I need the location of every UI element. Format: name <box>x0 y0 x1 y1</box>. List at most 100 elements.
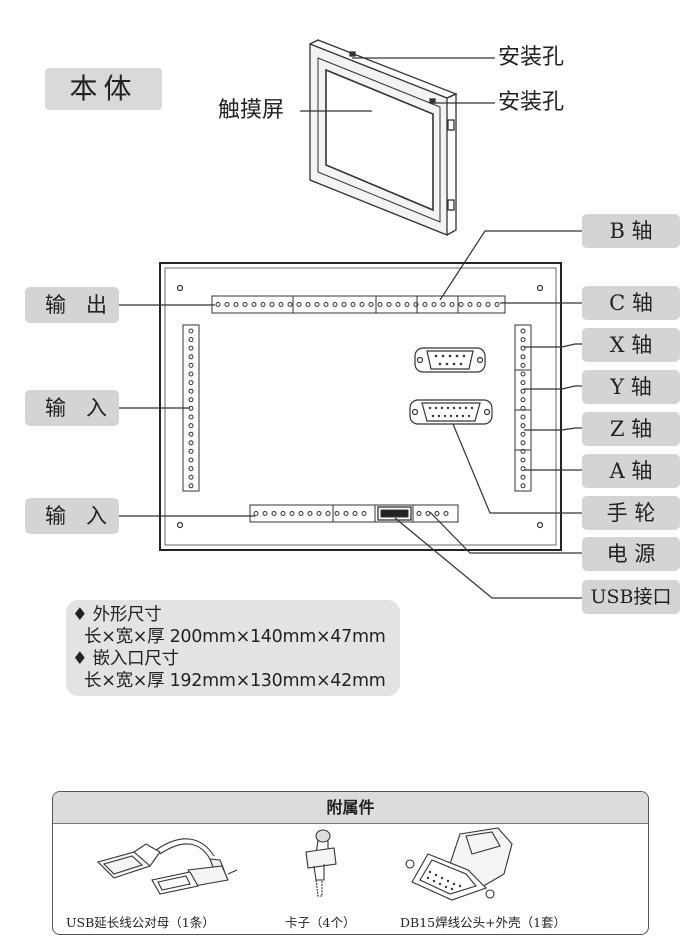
terminal-pin <box>298 511 304 516</box>
b-axis-tag: B 轴 <box>582 214 680 248</box>
x-axis-tag: X 轴 <box>582 328 680 362</box>
terminal-pin <box>520 337 526 343</box>
terminal-pin <box>467 302 473 307</box>
terminal-pin <box>520 405 526 411</box>
terminal-pin <box>343 511 349 516</box>
terminal-pin <box>395 302 401 307</box>
terminal-pin <box>188 380 194 386</box>
top-terminal-block <box>211 295 506 314</box>
db15-connector <box>409 399 493 425</box>
cutout-dimensions-title: ♦ 嵌入口尺寸 <box>72 649 179 669</box>
terminal-pin <box>305 302 311 307</box>
terminal-pin <box>458 302 464 307</box>
terminal-pin <box>188 483 194 489</box>
terminal-pin <box>188 354 194 360</box>
terminal-pin <box>251 302 257 307</box>
dimensions-box <box>66 600 400 696</box>
terminal-pin <box>422 302 428 307</box>
terminal-pin <box>188 440 194 446</box>
terminal-pin <box>280 511 286 516</box>
terminal-pin <box>425 511 431 516</box>
outer-dimensions-value: 长×宽×厚 200mm×140mm×47mm <box>84 627 386 647</box>
terminal-pin <box>520 440 526 446</box>
bottom-terminal-block <box>249 504 459 523</box>
top-leader-lines <box>300 57 495 112</box>
terminal-pin <box>224 302 230 307</box>
terminal-pin <box>316 511 322 516</box>
terminal-pin <box>262 511 268 516</box>
terminal-pin <box>341 302 347 307</box>
terminal-pin <box>334 511 340 516</box>
right-terminal-block <box>514 324 532 492</box>
terminal-pin <box>431 302 437 307</box>
input-tag-2: 输入 <box>25 498 119 534</box>
z-axis-tag: Z 轴 <box>582 412 680 446</box>
terminal-pin <box>242 302 248 307</box>
terminal-pin <box>359 302 365 307</box>
outer-dimensions-title: ♦ 外形尺寸 <box>72 605 162 625</box>
terminal-pin <box>443 511 449 516</box>
accessory-caption-clip: 卡子（4个） <box>285 915 356 930</box>
terminal-pin <box>314 302 320 307</box>
terminal-pin <box>188 474 194 480</box>
terminal-pin <box>520 457 526 463</box>
a-axis-tag: A 轴 <box>582 454 680 488</box>
y-axis-tag: Y 轴 <box>582 370 680 404</box>
terminal-pin <box>520 354 526 360</box>
terminal-pin <box>188 423 194 429</box>
terminal-pin <box>188 414 194 420</box>
touchscreen-label: 触摸屏 <box>218 98 285 123</box>
terminal-pin <box>323 302 329 307</box>
terminal-pin <box>188 328 194 334</box>
terminal-pin <box>520 448 526 454</box>
terminal-pin <box>188 388 194 394</box>
db15-connector-icon <box>405 827 513 901</box>
terminal-pin <box>520 371 526 377</box>
terminal-pin <box>520 423 526 429</box>
terminal-pin <box>520 474 526 480</box>
terminal-pin <box>188 337 194 343</box>
terminal-pin <box>253 511 259 516</box>
terminal-pin <box>440 302 446 307</box>
terminal-pin <box>520 414 526 420</box>
terminal-pin <box>215 302 221 307</box>
device-front-view <box>309 39 458 236</box>
back-panel <box>159 262 562 551</box>
terminal-pin <box>352 511 358 516</box>
terminal-pin <box>520 397 526 403</box>
terminal-pin <box>332 302 338 307</box>
terminal-pin <box>413 302 419 307</box>
terminal-pin <box>361 511 367 516</box>
usb-port-tag: USB接口 <box>582 580 680 614</box>
db9-connector <box>414 347 486 373</box>
terminal-pin <box>296 302 302 307</box>
terminal-pin <box>520 345 526 351</box>
c-axis-tag: C 轴 <box>582 286 680 320</box>
handwheel-tag: 手 轮 <box>582 496 680 530</box>
accessories-title: 附属件 <box>53 792 648 824</box>
terminal-pin <box>494 302 500 307</box>
terminal-pin <box>434 511 440 516</box>
terminal-pin <box>520 380 526 386</box>
terminal-pin <box>188 466 194 472</box>
terminal-pin <box>377 302 383 307</box>
terminal-pin <box>520 466 526 472</box>
terminal-pin <box>188 362 194 368</box>
terminal-pin <box>289 511 295 516</box>
terminal-pin <box>188 345 194 351</box>
terminal-pin <box>404 302 410 307</box>
terminal-pin <box>520 483 526 489</box>
terminal-pin <box>271 511 277 516</box>
terminal-pin <box>416 511 422 516</box>
terminal-pin <box>188 431 194 437</box>
terminal-pin <box>307 511 313 516</box>
accessory-caption-usb-cable: USB延长线公对母（1条） <box>66 915 215 930</box>
terminal-pin <box>520 362 526 368</box>
usb-cable-icon <box>96 838 238 895</box>
terminal-pin <box>368 302 374 307</box>
terminal-pin <box>520 431 526 437</box>
terminal-pin <box>233 302 239 307</box>
tag-leader-lines <box>118 230 582 599</box>
terminal-pin <box>269 302 275 307</box>
terminal-pin <box>260 302 266 307</box>
